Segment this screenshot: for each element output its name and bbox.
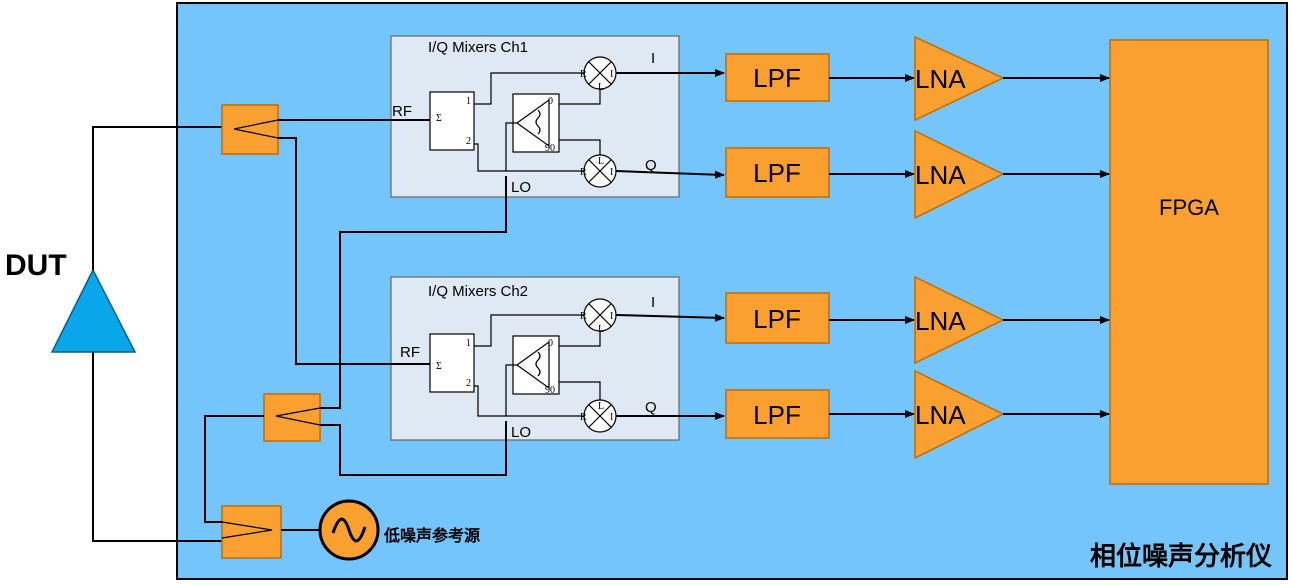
mixer-ch2-i-label: I [651,294,655,311]
svg-text:LPF: LPF [753,400,801,430]
svg-text:1: 1 [466,96,471,107]
lna-2: LNA [914,129,1005,220]
svg-text:LNA: LNA [915,160,966,190]
mixer-ch2-rf-label: RF [400,344,420,361]
lpf-4: LPF [725,389,830,439]
mixer-ch1-rf-label: RF [392,103,412,120]
mixer-ch2-i-mixer: R L I [580,298,617,335]
svg-text:R: R [580,412,587,423]
splitter-bottom [221,505,282,559]
mixer-ch1-lo-label: LO [511,179,531,196]
svg-text:L: L [598,324,604,335]
svg-text:I: I [610,167,613,178]
svg-text:LNA: LNA [915,400,966,430]
wire-split-top-to-ch2-rf [278,137,430,365]
wire-ch1-q [615,170,725,179]
wire-lo-to-ch2 [320,421,507,476]
svg-text:I: I [610,311,613,322]
dut-label: DUT [5,249,67,282]
wire-lo-to-ch1 [320,176,507,409]
iq-mixer-ch1: I/Q Mixers Ch1 Σ 1 2 0 90 R L I R L I [390,35,680,198]
mixer-ch1-q-label: Q [645,157,657,174]
svg-text:L: L [598,401,604,412]
svg-text:LPF: LPF [753,158,801,188]
lna-3: LNA [914,275,1005,365]
mixer-ch2-q-label: Q [645,399,657,416]
svg-text:90: 90 [545,143,555,154]
iq-mixer-ch2: I/Q Mixers Ch2 Σ 1 2 0 90 R L I R L I RF… [390,276,680,441]
mixer-ch2-lo-label: LO [511,424,531,441]
svg-text:L: L [598,156,604,167]
svg-text:R: R [580,69,587,80]
svg-text:L: L [598,82,604,93]
svg-text:FPGA: FPGA [1159,195,1219,220]
svg-text:I: I [610,69,613,80]
lna-4: LNA [914,369,1005,460]
svg-text:2: 2 [466,378,471,389]
dut-output-wire [92,126,222,270]
lpf-2: LPF [725,147,830,198]
svg-text:2: 2 [466,136,471,147]
svg-text:0: 0 [548,96,553,107]
svg-text:Σ: Σ [436,361,442,372]
mixer-ch1-i-label: I [651,50,655,67]
svg-text:1: 1 [466,338,471,349]
wire-ch2-i [615,313,725,322]
mixer-ch1-title: I/Q Mixers Ch1 [428,39,528,56]
oscillator-label: 低噪声参考源 [383,526,480,545]
analyzer-label: 相位噪声分析仪 [1090,541,1273,572]
svg-text:Σ: Σ [436,113,442,124]
svg-text:90: 90 [545,385,555,396]
mixer-ch2-title: I/Q Mixers Ch2 [428,283,528,300]
mixer-ch2-q-mixer: R L I [580,399,617,433]
svg-text:I: I [610,412,613,423]
svg-text:LPF: LPF [753,304,801,334]
reference-oscillator [318,499,380,561]
splitter-top [221,104,279,155]
svg-text:R: R [580,311,587,322]
lna-1: LNA [914,35,1005,122]
fpga-block: FPGA [1109,39,1269,485]
lpf-3: LPF [725,292,830,344]
svg-text:R: R [580,167,587,178]
mixer-ch2-splitter [429,333,475,393]
dut-amplifier [50,268,137,353]
svg-text:LPF: LPF [753,63,801,93]
wire-ref-to-mid-splitter [204,415,264,523]
lpf-1: LPF [725,53,830,102]
svg-text:LNA: LNA [915,306,966,336]
splitter-mid [263,393,321,442]
svg-text:0: 0 [548,338,553,349]
svg-text:LNA: LNA [915,64,966,94]
dut-input-wire [92,352,222,542]
